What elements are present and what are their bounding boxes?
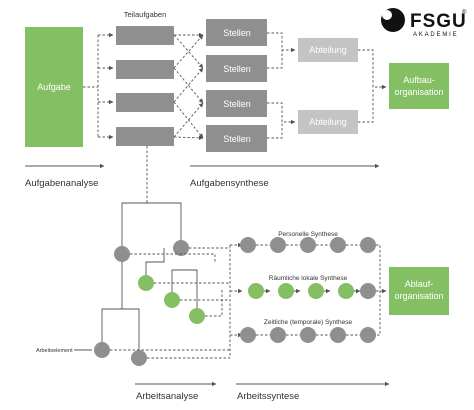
aufbau-label-line2: organisation (394, 87, 443, 97)
ablauforganisation-box (389, 267, 449, 315)
abteilung-box-2 (298, 110, 358, 134)
abteilung-label-1: Abteilung (309, 45, 347, 55)
raeumliche-node-3 (308, 283, 324, 299)
stelle-box-4 (206, 125, 267, 152)
ablauf-label-line1: Ablauf- (405, 279, 434, 289)
zeitliche-synthese-label: Zeitliche (temporale) Synthese (264, 319, 353, 326)
arbeitsanalyse-label: Arbeitsanalyse (136, 391, 198, 402)
raeumliche-node-5 (360, 283, 376, 299)
logo-brand: FSGU (410, 11, 467, 32)
aufbau-label-line1: Aufbau- (403, 75, 435, 85)
logo-subline: AKADEMIE (413, 32, 458, 38)
abteilung-box-1 (298, 38, 358, 62)
stelle-box-1 (206, 19, 267, 46)
raeumliche-synthese-label: Räumliche lokale Synthese (269, 275, 348, 282)
stelle-label-2: Stellen (223, 64, 251, 74)
logo-mark: ® (462, 9, 467, 16)
stelle-label-1: Stellen (223, 28, 251, 38)
personelle-node-3 (300, 237, 316, 253)
aufgabenanalyse-label: Aufgabenanalyse (25, 178, 98, 189)
personelle-node-1 (240, 237, 256, 253)
teilaufgaben-label: Teilaufgaben (124, 10, 167, 19)
zeitliche-node-2 (270, 327, 286, 343)
synthesis-ablauf-connectors (376, 244, 387, 336)
stelle-box-3 (206, 90, 267, 117)
abteilung-label-2: Abteilung (309, 117, 347, 127)
tree-node-root-right (173, 240, 189, 256)
zeitliche-node-5 (360, 327, 376, 343)
teilaufgabe-box-3 (116, 93, 174, 112)
aufgabensynthese-label: Aufgabensynthese (190, 178, 269, 189)
ablauf-label-line2: organisation (394, 291, 443, 301)
teilaufgaben-stellen-connectors (173, 32, 204, 141)
stellen-column: Stellen Stellen Stellen Stellen (206, 19, 267, 152)
personelle-node-4 (330, 237, 346, 253)
teilaufgabe-box-1 (116, 26, 174, 45)
aufgabe-box (25, 27, 83, 147)
tree-node-bottom (131, 350, 147, 366)
tree-node-green-1 (138, 275, 154, 291)
abteilung-aufbau-connectors (358, 49, 387, 123)
zeitliche-synthese-row (240, 327, 376, 343)
teilaufgabe-box-2 (116, 60, 174, 79)
tree-node-root-left (114, 246, 130, 262)
stelle-box-2 (206, 55, 267, 82)
stelle-label-4: Stellen (223, 134, 251, 144)
arbeitsanalyse-tree (101, 202, 198, 358)
zeitliche-node-4 (330, 327, 346, 343)
raeumliche-node-1 (248, 283, 264, 299)
personelle-synthese-label: Personelle Synthese (278, 231, 338, 238)
fsgu-logo: FSGU ® AKADEMIE (381, 8, 467, 38)
zeitliche-node-1 (240, 327, 256, 343)
teilaufgabe-box-4 (116, 127, 174, 146)
tree-node-green-2 (164, 292, 180, 308)
aufgabe-label: Aufgabe (37, 82, 71, 92)
stelle-label-3: Stellen (223, 99, 251, 109)
raeumliche-node-4 (338, 283, 354, 299)
zeitliche-node-3 (300, 327, 316, 343)
tree-node-green-3 (189, 308, 205, 324)
raeumliche-node-2 (278, 283, 294, 299)
aufbauorganisation-box (389, 63, 449, 109)
stellen-abteilung-connectors (267, 32, 296, 139)
personelle-synthese-row (240, 237, 376, 253)
arbeitssyntese-label: Arbeitssyntese (237, 391, 299, 402)
tree-node-arbeitselement (94, 342, 110, 358)
personelle-node-2 (270, 237, 286, 253)
aufgabe-connectors (83, 32, 114, 140)
arbeitselement-label: Arbeitselement (36, 348, 73, 354)
personelle-node-5 (360, 237, 376, 253)
raeumliche-synthese-row (248, 283, 376, 299)
